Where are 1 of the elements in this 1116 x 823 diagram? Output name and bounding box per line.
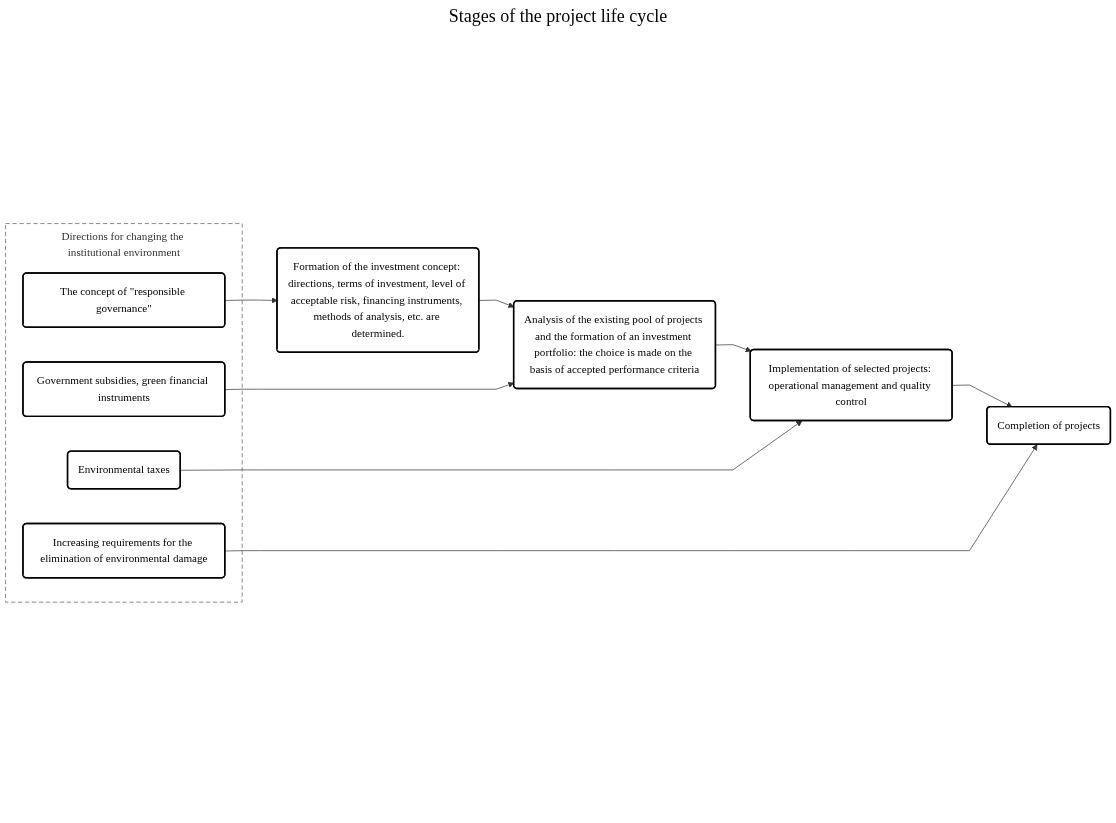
column-heading: Stages of the project life cycle — [447, 6, 669, 27]
